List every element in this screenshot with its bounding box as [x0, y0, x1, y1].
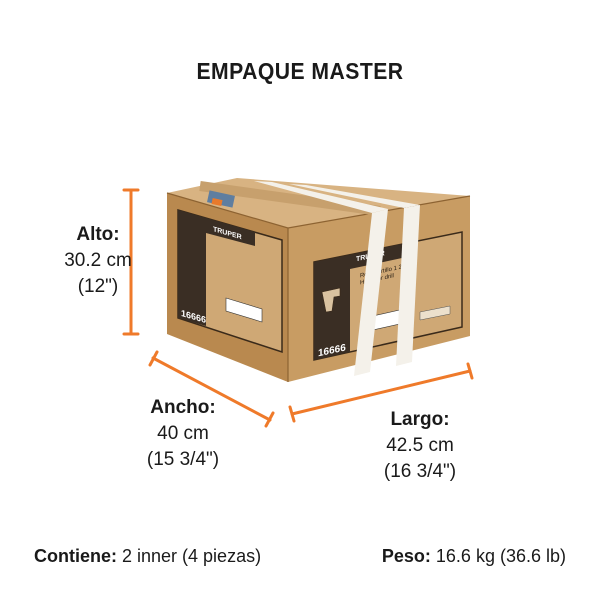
largo-imperial: (16 3/4") [383, 461, 457, 482]
contiene-label: Contiene: [34, 546, 117, 566]
page-title: EMPAQUE MASTER [196, 58, 404, 84]
alto-imperial: (12") [77, 276, 119, 297]
peso-label: Peso: [381, 546, 431, 566]
ancho-metric: 40 cm [157, 423, 209, 444]
alto-label: Alto: [76, 224, 120, 245]
ancho-arrow [148, 350, 275, 428]
contiene-value: 2 inner (4 piezas) [117, 546, 262, 566]
cardboard-box: TRUPER 16666 TRUPER Rotomartillo 1 200 W… [166, 178, 471, 382]
ancho-imperial: (15 3/4") [146, 449, 220, 470]
peso-value: 16.6 kg (36.6 lb) [430, 546, 566, 566]
weight-info: Peso: 16.6 kg (36.6 lb) [382, 546, 566, 567]
largo-dimension: Largo: 42.5 cm (16 3/4") [365, 407, 475, 485]
alto-arrow [122, 188, 140, 336]
alto-dimension: Alto: 30.2 cm (12") [48, 222, 148, 300]
largo-metric: 42.5 cm [386, 435, 454, 456]
largo-arrow [288, 362, 474, 423]
contents-info: Contiene: 2 inner (4 piezas) [34, 546, 261, 567]
ancho-label: Ancho: [150, 397, 216, 418]
largo-label: Largo: [390, 409, 450, 430]
ancho-dimension: Ancho: 40 cm (15 3/4") [128, 395, 238, 473]
alto-metric: 30.2 cm [64, 250, 132, 271]
